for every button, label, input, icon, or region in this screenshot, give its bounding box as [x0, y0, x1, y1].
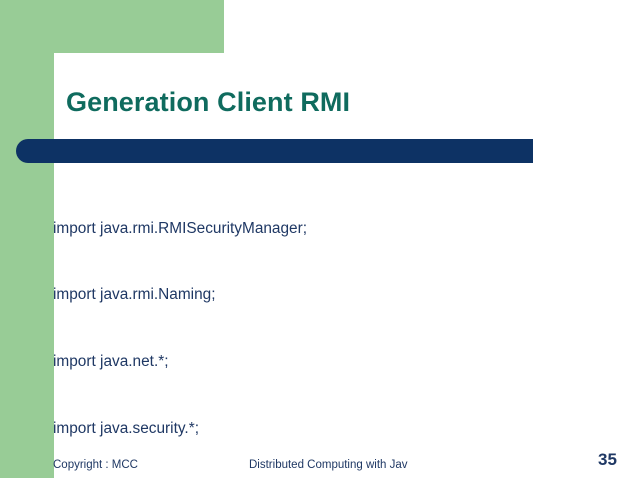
- navy-title-underline-bar: [16, 139, 533, 163]
- footer-copyright: Copyright : MCC: [53, 459, 138, 471]
- code-line: import java.net.*;: [53, 353, 169, 371]
- code-block: import java.rmi.RMISecurityManager; impo…: [53, 173, 628, 478]
- code-line: import java.rmi.Naming;: [53, 286, 216, 304]
- footer-course-title: Distributed Computing with Jav: [249, 459, 408, 471]
- page-title: Generation Client RMI: [66, 87, 351, 117]
- code-line: import java.security.*;: [53, 420, 199, 438]
- page-number: 35: [598, 450, 617, 469]
- white-content-panel: [54, 53, 638, 478]
- green-left-strip-decoration: [0, 0, 54, 478]
- code-line: import java.rmi.RMISecurityManager;: [53, 219, 308, 237]
